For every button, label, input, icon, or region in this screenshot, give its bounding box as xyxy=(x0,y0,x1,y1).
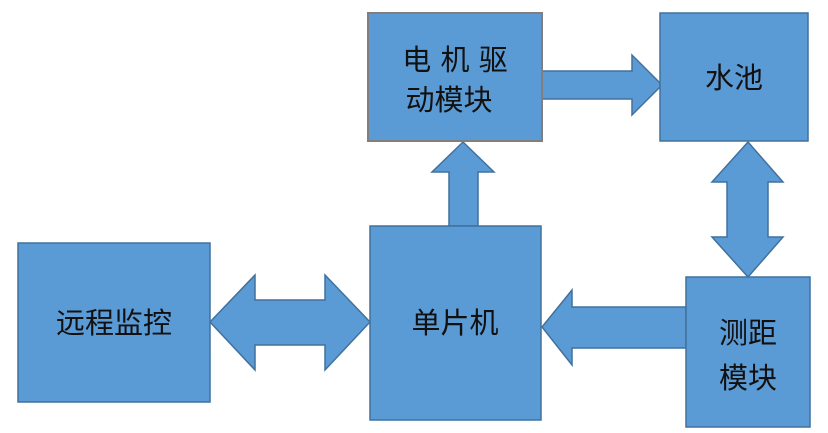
double-arrow-remote-mcu xyxy=(208,273,372,372)
block-remote-monitor: 远程监控 xyxy=(17,242,211,403)
block-motor-driver: 电 机 驱 动模块 xyxy=(367,12,543,142)
arrow-mcu-to-motor xyxy=(430,140,496,227)
block-ranging-label-2: 模块 xyxy=(719,361,777,395)
block-mcu: 单片机 xyxy=(369,225,542,421)
arrow-ranging-to-mcu xyxy=(541,287,687,368)
block-ranging-label-1: 测距 xyxy=(719,316,777,350)
block-ranging: 测距 模块 xyxy=(685,276,811,428)
block-mcu-label: 单片机 xyxy=(411,306,498,340)
block-motor-label-1: 电 机 驱 xyxy=(402,43,507,77)
block-pool-label: 水池 xyxy=(705,61,763,95)
block-remote-label: 远程监控 xyxy=(56,306,172,340)
double-arrow-pool-ranging xyxy=(710,140,785,279)
block-motor-label-2: 动模块 xyxy=(405,83,492,117)
arrow-motor-to-pool xyxy=(541,53,664,117)
block-pool: 水池 xyxy=(659,12,809,142)
